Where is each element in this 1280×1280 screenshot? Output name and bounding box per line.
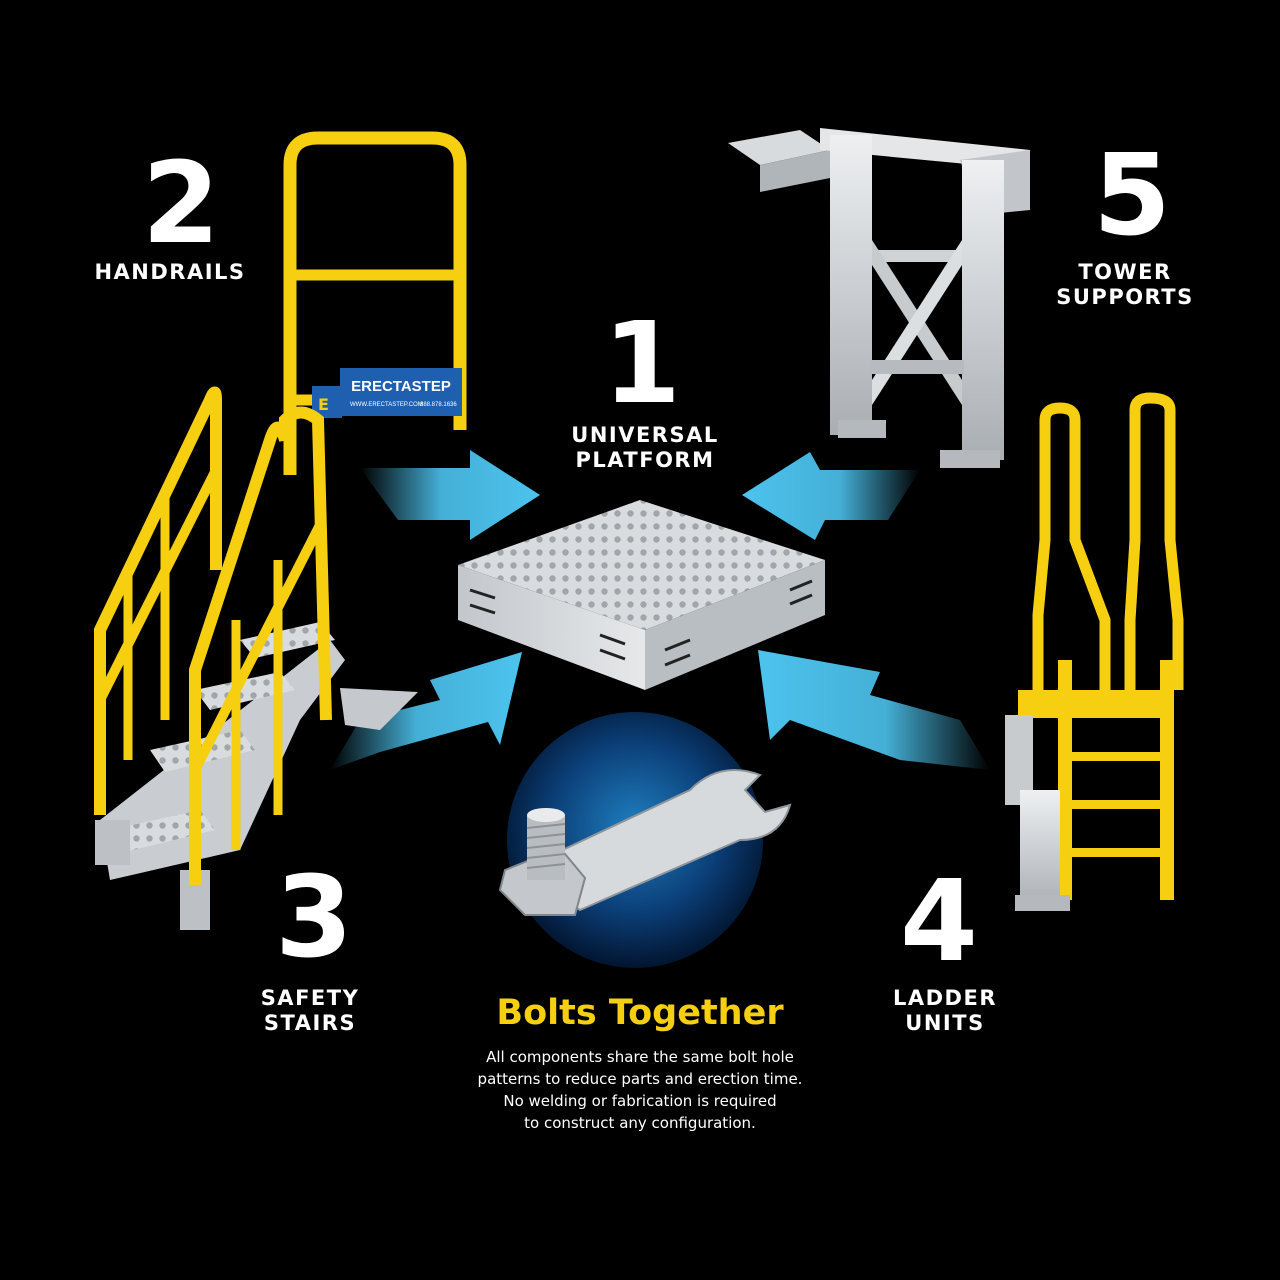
bolts-together-description: All components share the same bolt hole …: [477, 1048, 803, 1132]
handrail-illustration: E: [283, 131, 467, 475]
brand-website: WWW.ERECTASTEP.COM: [350, 402, 423, 408]
component-number-stairs: 3: [275, 853, 353, 983]
component-number-ladder: 4: [900, 857, 978, 987]
component-number-platform: 1: [603, 299, 681, 429]
tower-illustration: [728, 128, 1030, 468]
arrow-icon: [758, 650, 990, 770]
component-label-stairs: SAFETY STAIRS: [260, 986, 360, 1035]
component-number-handrails: 2: [142, 139, 220, 269]
component-label-platform: UNIVERSAL PLATFORM: [571, 423, 719, 472]
arrow-icon: [360, 450, 540, 540]
bolts-together-title: Bolts Together: [496, 993, 784, 1033]
component-label-tower: TOWER SUPPORTS: [1056, 260, 1194, 309]
component-label-handrails: HANDRAILS: [94, 260, 246, 284]
platform-illustration: [458, 500, 825, 690]
wrench-bolt-icon: [498, 712, 792, 968]
component-number-tower: 5: [1093, 131, 1171, 261]
arrow-icon: [742, 452, 920, 540]
ladder-illustration: [1005, 392, 1184, 911]
stairs-illustration: [94, 386, 418, 930]
arrow-icon: [330, 652, 522, 770]
brand-phone: 888.878.1636: [420, 402, 457, 408]
svg-text:E: E: [318, 395, 329, 414]
brand-logo-text: ERECTASTEP: [351, 378, 451, 395]
component-label-ladder: LADDER UNITS: [892, 986, 997, 1035]
